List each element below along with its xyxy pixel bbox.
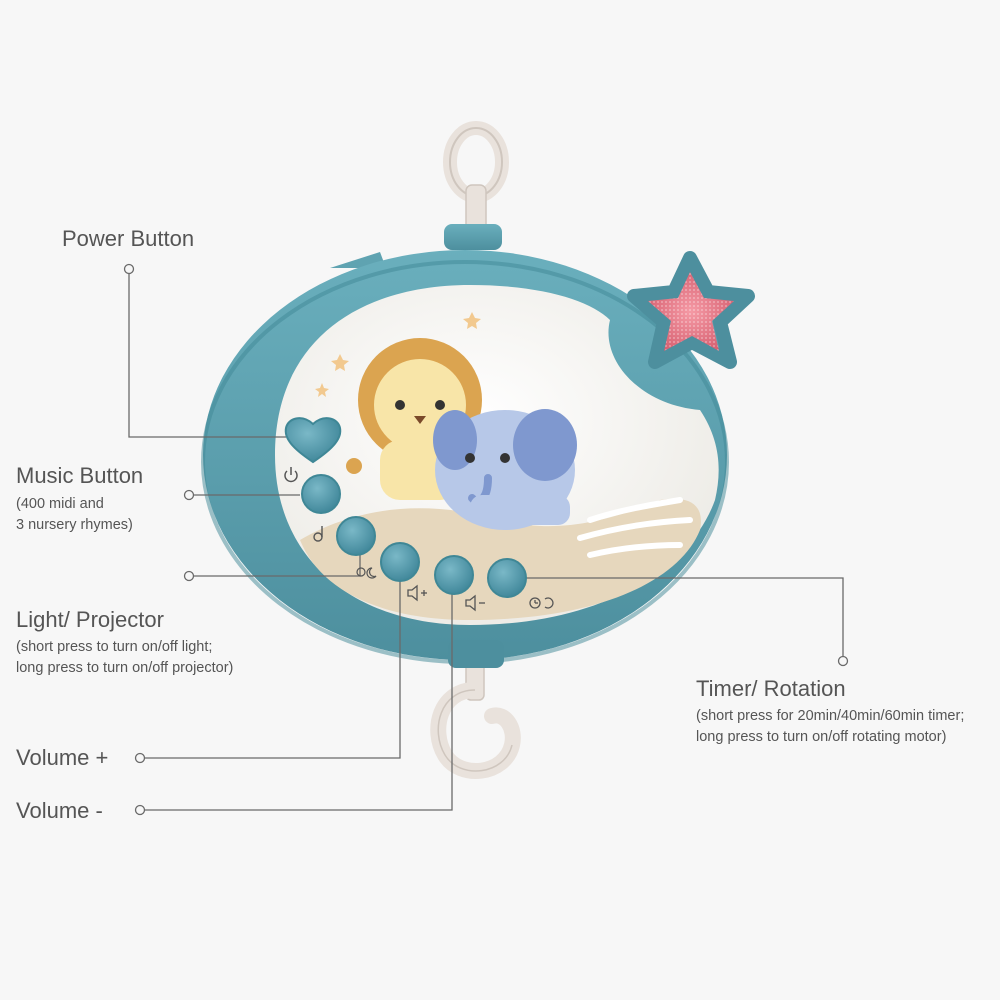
timer-desc-line-1: (short press for 20min/40min/60min timer… [696,708,965,724]
light-projector-description: (short press to turn on/off light; long … [16,637,233,679]
timer-desc-line-2: long press to turn on/off rotating motor… [696,729,947,745]
leader-volume-up [144,578,401,759]
speaker-minus-icon [465,594,485,612]
power-button-label: Power Button [62,226,195,251]
volume-up-button[interactable] [380,542,420,582]
timer-rotation-label: Timer/ Rotation [696,676,846,701]
light-desc-line-2: long press to turn on/off projector) [16,660,234,676]
volume-down-button[interactable] [434,555,474,595]
bottom-hook [430,654,521,779]
music-note-icon [313,526,323,542]
moon-decoration [315,312,558,397]
power-button[interactable] [284,417,342,464]
music-button-description: (400 midi and 3 nursery rhymes) [16,494,133,536]
elephant-illustration [433,409,577,530]
leader-power [128,273,286,438]
speaker-plus-icon [407,584,427,602]
music-button-label: Music Button [16,463,144,488]
timer-rotation-button[interactable] [487,558,527,598]
light-desc-line-1: (short press to turn on/off light; [16,639,213,655]
power-icon [284,467,298,483]
leader-endpoints [123,263,849,816]
light-projector-label: Light/ Projector [16,607,164,632]
light-projector-button[interactable] [336,516,376,556]
leader-timer [525,577,844,657]
clock-rotate-icon [529,597,554,609]
music-desc-line-1: (400 midi and [16,496,104,512]
volume-down-label: Volume - [16,798,103,823]
top-hanger [443,121,509,236]
leader-volume-down [144,592,453,811]
music-desc-line-2: 3 nursery rhymes) [16,517,133,533]
light-moon-icon [356,567,377,579]
music-button[interactable] [301,474,341,514]
timer-rotation-description: (short press for 20min/40min/60min timer… [696,706,964,748]
volume-up-label: Volume + [16,745,109,770]
star-light [627,251,755,369]
